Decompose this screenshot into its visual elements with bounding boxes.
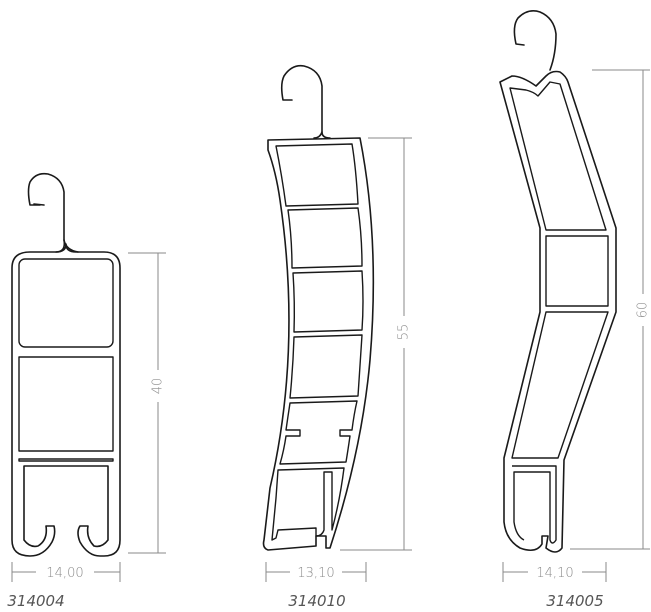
- profile-314004-code: 314004: [7, 592, 64, 610]
- profile-314010-chamber-5: [279, 400, 358, 465]
- profile-314004-chamber-2: [18, 356, 114, 452]
- profile-314004-width-label: 14,00: [46, 566, 83, 581]
- profile-314010-code: 314010: [288, 592, 345, 610]
- profile-314004-height-label: 40: [151, 378, 166, 395]
- profile-314010-hook: [280, 64, 331, 139]
- profile-314010: 55 13,10 314010: [262, 64, 412, 610]
- profile-314005-hook: [513, 10, 557, 71]
- profile-314005-chamber-3: [511, 311, 609, 459]
- profile-314010-chamber-2: [287, 207, 363, 269]
- profile-314004: 40 14,00 314004: [7, 172, 166, 610]
- profile-314005-outer: [499, 70, 617, 553]
- profile-314005-height-label: 60: [636, 302, 651, 319]
- profile-314005-width-label: 14,10: [536, 566, 573, 581]
- profile-314010-chamber-1: [275, 143, 359, 207]
- profile-314005-chamber-4: [512, 465, 557, 544]
- profile-314010-width-label: 13,10: [297, 566, 334, 581]
- profile-314005-chamber-2: [545, 235, 609, 307]
- profile-314010-height-label: 55: [397, 324, 412, 341]
- profile-314010-chamber-4: [289, 334, 363, 399]
- profile-314010-outer: [262, 137, 375, 551]
- profile-314005-code: 314005: [546, 592, 603, 610]
- profile-314004-outer: [11, 243, 121, 557]
- profile-314004-chamber-3: [18, 458, 114, 462]
- profile-314004-hook: [27, 172, 66, 253]
- profile-314005-chamber-1: [509, 81, 607, 231]
- profile-314005: 60 14,10 314005: [499, 10, 651, 610]
- profile-314010-chamber-3: [292, 270, 364, 333]
- profile-314004-chamber-1: [18, 258, 114, 348]
- profile-314010-chamber-6: [271, 467, 345, 541]
